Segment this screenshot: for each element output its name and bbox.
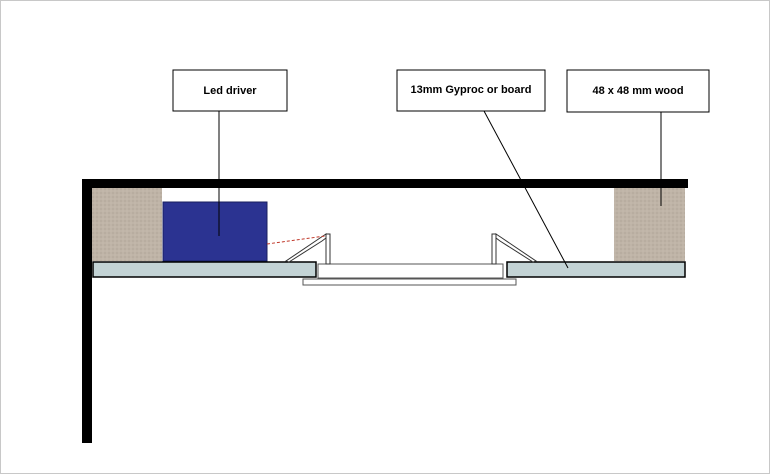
- label-box-wood: [566, 69, 710, 113]
- leader-line-gyproc: [483, 110, 569, 269]
- label-gyproc: 13mm Gyproc or board: [410, 84, 531, 96]
- gyproc-board-left: [92, 261, 317, 278]
- spring-clip-post-right: [491, 233, 497, 265]
- spring-clip-left: [284, 233, 327, 263]
- spring-clip-post-left: [325, 233, 331, 265]
- ceiling-beam: [82, 179, 688, 188]
- wood-joist-right: [614, 188, 685, 261]
- wood-joist-left: [92, 188, 162, 261]
- label-box-led-driver: [172, 69, 288, 112]
- label-wood: 48 x 48 mm wood: [592, 85, 683, 97]
- wall: [82, 179, 92, 443]
- gyproc-board-right: [506, 261, 686, 278]
- label-led-driver: Led driver: [203, 85, 257, 97]
- led-driver-box: [162, 201, 268, 262]
- downlight-trim: [302, 278, 517, 286]
- label-box-gyproc: [396, 69, 546, 112]
- downlight-body: [317, 263, 504, 279]
- spring-clip-right: [495, 233, 538, 263]
